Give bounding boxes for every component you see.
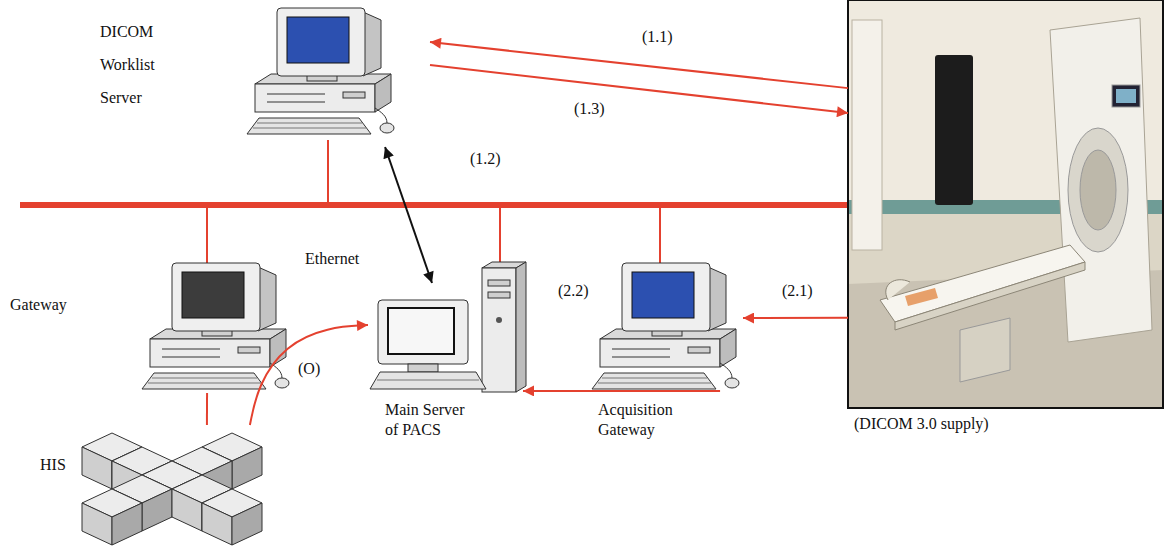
modality-photo [1080, 150, 1116, 230]
pacs-server-icon [488, 292, 510, 298]
his-server-icon [82, 433, 262, 545]
bus-label: Ethernet [303, 250, 361, 268]
acquisition-computer-icon [592, 263, 739, 389]
acquisition-computer-icon [592, 263, 739, 389]
pacs-server-icon [378, 300, 468, 364]
callout-number: (1.1) [640, 28, 675, 46]
worklist-computer-icon [287, 17, 349, 63]
modality-photo [1112, 85, 1140, 107]
gateway-computer-icon [182, 272, 244, 318]
ethernet-bus [327, 140, 329, 205]
modality-photo [852, 20, 882, 250]
pacs-server: Main Server of PACS [368, 283, 523, 395]
callout-number: (1.2) [468, 150, 503, 168]
gateway-computer-icon [142, 263, 289, 389]
callout-number: (2.2) [556, 282, 591, 300]
modality-photo [960, 318, 1010, 382]
modality-photo [895, 262, 1085, 330]
modality-photo: (DICOM 3.0 supply) [848, 0, 1163, 408]
modality-photo [1050, 18, 1152, 342]
callout-number: (2.1) [780, 282, 815, 300]
modality-photo [880, 245, 1085, 322]
node-label: (DICOM 3.0 supply) [854, 414, 989, 434]
pacs-server-icon [408, 364, 438, 372]
pacs-server-icon [488, 280, 510, 286]
his-server-icon [82, 489, 142, 545]
node-label: DICOM Worklist Server [100, 15, 180, 114]
pacs-server-icon [370, 372, 486, 389]
modality-photo [848, 0, 1163, 408]
node-label: Acquisition Gateway [598, 400, 688, 440]
callout-number: (1.3) [572, 100, 607, 118]
acquisition-computer-icon [632, 272, 694, 318]
query-arrow [430, 42, 848, 88]
pacs-server-icon [388, 308, 454, 354]
gateway-computer-icon [142, 263, 289, 389]
ethernet-bus [20, 140, 848, 265]
ethernet-bus [206, 205, 208, 265]
callout-number: (O) [296, 360, 322, 378]
modality-photo [848, 0, 1163, 408]
acquisition-computer: Acquisition Gateway [588, 265, 743, 391]
server-computer: DICOM Worklist Server [245, 5, 430, 147]
modality-photo [1116, 89, 1136, 103]
node-label: Gateway [10, 295, 67, 315]
pacs-server-icon [370, 262, 526, 392]
modality-photo [935, 55, 973, 205]
image-arrow [743, 317, 848, 319]
network-link [206, 393, 208, 425]
ethernet-bus [499, 205, 501, 262]
node-label: HIS [40, 455, 66, 475]
modality-photo [1068, 128, 1128, 252]
worklist-arrow [430, 65, 848, 113]
sync-arrow [385, 147, 432, 283]
image-arrow [523, 390, 720, 392]
modality-photo [886, 280, 910, 300]
node-label: Main Server of PACS [385, 400, 475, 440]
worklist-computer-icon [247, 8, 394, 134]
ethernet-bus [659, 205, 661, 265]
pacs-server-icon [482, 268, 516, 392]
ethernet-bus [20, 202, 848, 208]
modality-photo [905, 288, 938, 306]
his-server: HIS [60, 425, 285, 553]
pacs-server-icon [496, 317, 502, 323]
modality-photo [848, 0, 1163, 408]
worklist-computer-icon [247, 8, 394, 134]
his-server-icon [202, 489, 262, 545]
order-arrow [250, 325, 368, 425]
pacs-server-icon [516, 262, 526, 392]
gateway-computer: Gateway [140, 263, 290, 393]
pacs-server-icon [377, 380, 479, 381]
